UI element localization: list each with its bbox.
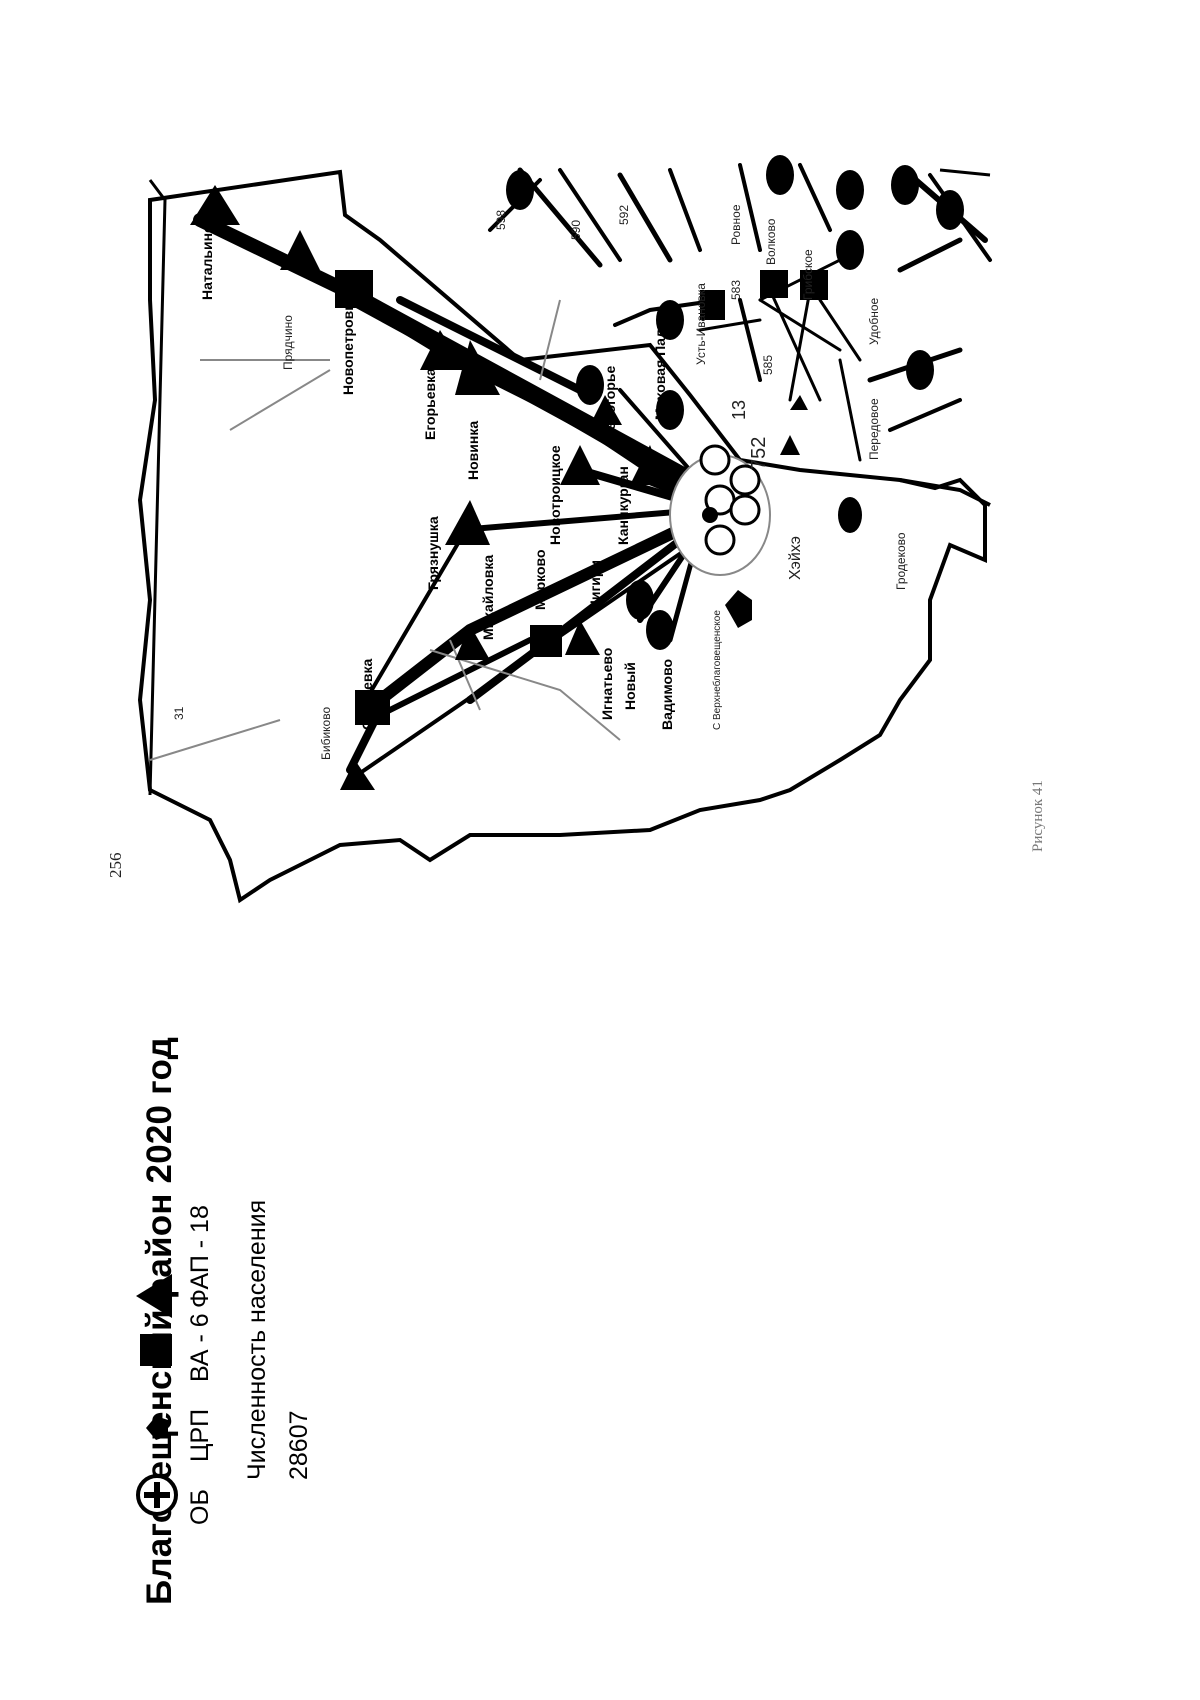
road-number-585: 585 — [761, 355, 775, 375]
fap-belogorye — [590, 395, 622, 425]
va-novopetrovka — [335, 270, 373, 308]
label-pryadchino: Прядчино — [281, 315, 295, 370]
fap-egoryevka — [420, 330, 465, 370]
legend-item-ob: ОБ — [134, 1465, 214, 1545]
label-novinka: Новинка — [465, 421, 481, 480]
road-badges — [506, 155, 964, 650]
label-novopetrovka: Новопетровка — [340, 296, 356, 395]
pentagon-icon — [146, 1416, 168, 1440]
road-number-13: 13 — [729, 400, 749, 420]
fap-mikhailovka — [455, 625, 490, 660]
label-novy: Новый — [622, 662, 638, 710]
label-belogorye: Белогорье — [602, 366, 618, 440]
label-volkovo: Волково — [764, 218, 778, 265]
legend-item-crp: ЦРП — [134, 1398, 214, 1478]
road-number-31: 31 — [172, 706, 186, 720]
fap-gryaznushka — [445, 500, 490, 545]
fap-chigiri — [565, 620, 600, 655]
road-number-590: 590 — [569, 220, 583, 240]
road-number-598: 598 — [494, 210, 508, 230]
label-mokhovaya-pad: Моховая Падь — [652, 320, 668, 420]
label-mikhailovka: Михайловка — [480, 555, 496, 640]
label-bibikovo: Бибиково — [319, 707, 333, 760]
va-gribskoe — [800, 270, 828, 300]
label-natalino: Натальино — [199, 224, 215, 300]
crp-marker — [725, 590, 752, 628]
road-number-752: 752 — [748, 437, 770, 470]
label-markovo: Марково — [532, 549, 548, 610]
fap-kanikurgan — [630, 445, 665, 485]
road-number-labels: 752 585 13 31 598 592 590 583 — [172, 205, 775, 720]
label-sergeevka: Сергеевка — [359, 659, 375, 730]
square-icon — [140, 1334, 172, 1366]
road-number-583: 583 — [729, 280, 743, 300]
label-ust-ivanovka: Усть-Ивановка — [694, 283, 708, 365]
label-egoryevka: Егорьевка — [422, 368, 438, 440]
fap-small-1 — [780, 435, 800, 455]
va-markovo — [530, 625, 562, 657]
label-grodekovo: Гродеково — [894, 532, 908, 590]
fap-pryadchino — [280, 230, 320, 270]
va-sergeevka — [355, 690, 390, 725]
label-vadimovo: Вадимово — [659, 659, 675, 730]
label-chigiri: Чигири — [587, 560, 603, 610]
va-volkovo — [760, 270, 788, 298]
fap-novotroitskoe — [560, 445, 600, 485]
va-markers — [335, 270, 828, 725]
label-novotroitskoe: Новотроицкое — [547, 445, 563, 545]
figure-caption: Рисунок 41 — [1030, 780, 1046, 852]
label-heihe: Хэйхэ — [787, 536, 804, 580]
label-gryaznushka: Грязнушка — [425, 516, 441, 590]
road-number-592: 592 — [617, 205, 631, 225]
label-verkhneblagoveshchenskoe: С Верхнеблаговещенское — [711, 610, 723, 730]
label-peredovoe: Передовое — [867, 398, 881, 460]
label-udobnoe: Удобное — [867, 297, 881, 345]
circle-plus-icon — [136, 1474, 178, 1516]
city-cluster — [669, 444, 771, 576]
fap-bibikovo — [340, 760, 375, 790]
district-boundary — [137, 169, 987, 904]
va-ust-ivanovka — [700, 290, 725, 320]
settlement-labels: Натальино Прядчино Новопетровка Егорьевк… — [199, 204, 908, 760]
fap-small-2 — [790, 395, 808, 410]
label-rovnoe: Ровное — [729, 204, 743, 245]
label-ignatyevo: Игнатьево — [599, 648, 615, 720]
legend-item-va: ВА - 6 — [134, 1313, 214, 1402]
fap-novinka — [455, 340, 500, 395]
label-kanikurgan: Каникурган — [615, 466, 631, 545]
legend-item-fap: ФАП - 18 — [134, 1205, 214, 1320]
label-gribskoe: Грибское — [801, 249, 815, 300]
triangle-icon — [136, 1274, 172, 1318]
fap-natalino — [190, 185, 240, 225]
fap-markers — [190, 185, 808, 790]
